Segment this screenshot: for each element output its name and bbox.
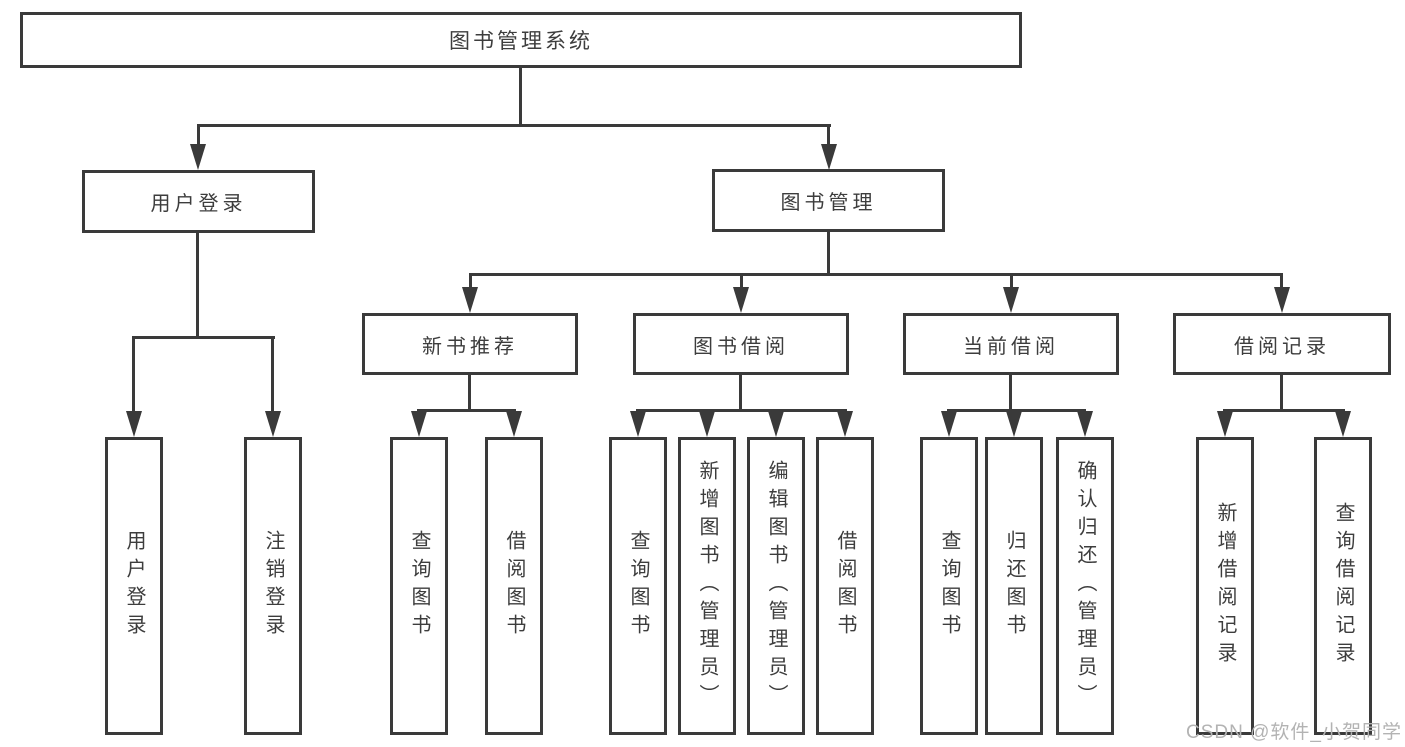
arrow-down-icon — [1006, 411, 1022, 437]
connector-line — [271, 336, 274, 414]
node-user-login-group: 用户登录 — [82, 170, 315, 233]
node-current-borrow: 当前借阅 — [903, 313, 1119, 375]
connector-line — [739, 375, 742, 409]
node-label: 新增图书（管理员） — [696, 460, 718, 712]
node-recommend-borrow-books: 借阅图书 — [485, 437, 543, 735]
node-label: 新增借阅记录 — [1214, 502, 1236, 670]
connector-line — [947, 409, 1086, 412]
node-label: 编辑图书（管理员） — [765, 460, 787, 712]
arrow-down-icon — [411, 411, 427, 437]
connector-line — [468, 375, 471, 409]
node-borrow-records: 借阅记录 — [1173, 313, 1391, 375]
node-book-borrow: 图书借阅 — [633, 313, 849, 375]
connector-line — [519, 68, 522, 124]
node-label: 查询借阅记录 — [1332, 502, 1354, 670]
node-query-borrow-record: 查询借阅记录 — [1314, 437, 1372, 735]
arrow-down-icon — [506, 411, 522, 437]
node-label: 确认归还（管理员） — [1074, 460, 1096, 712]
arrow-down-icon — [265, 411, 281, 437]
node-label: 借阅图书 — [834, 530, 856, 642]
node-current-query-books: 查询图书 — [920, 437, 978, 735]
node-confirm-return-admin: 确认归还（管理员） — [1056, 437, 1114, 735]
node-recommend-query-books: 查询图书 — [390, 437, 448, 735]
connector-line — [1009, 375, 1012, 409]
arrow-down-icon — [768, 411, 784, 437]
connector-line — [740, 273, 743, 291]
node-edit-books-admin: 编辑图书（管理员） — [747, 437, 805, 735]
connector-line — [1223, 409, 1345, 412]
arrow-down-icon — [837, 411, 853, 437]
arrow-down-icon — [941, 411, 957, 437]
connector-line — [827, 232, 830, 273]
node-logout: 注销登录 — [244, 437, 302, 735]
arrow-down-icon — [1335, 411, 1351, 437]
node-library-management-system: 图书管理系统 — [20, 12, 1022, 68]
connector-line — [197, 124, 831, 127]
node-user-login: 用户登录 — [105, 437, 163, 735]
arrow-down-icon — [1077, 411, 1093, 437]
node-return-books: 归还图书 — [985, 437, 1043, 735]
connector-line — [197, 124, 200, 150]
connector-line — [827, 124, 830, 150]
connector-line — [1280, 273, 1283, 291]
node-add-books-admin: 新增图书（管理员） — [678, 437, 736, 735]
arrow-down-icon — [190, 144, 206, 170]
node-label: 用户登录 — [123, 530, 145, 642]
connector-line — [132, 336, 135, 414]
connector-line — [1280, 375, 1283, 409]
connector-line — [469, 273, 472, 291]
connector-line — [132, 336, 275, 339]
node-label: 查询图书 — [938, 530, 960, 642]
connector-line — [196, 233, 199, 336]
arrow-down-icon — [462, 287, 478, 313]
node-new-book-recommend: 新书推荐 — [362, 313, 578, 375]
connector-line — [636, 409, 847, 412]
arrow-down-icon — [733, 287, 749, 313]
connector-line — [417, 409, 516, 412]
node-label: 查询图书 — [627, 530, 649, 642]
watermark: CSDN @软件_小贺同学 — [1186, 722, 1402, 743]
arrow-down-icon — [1217, 411, 1233, 437]
arrow-down-icon — [1274, 287, 1290, 313]
arrow-down-icon — [821, 144, 837, 170]
node-label: 归还图书 — [1003, 530, 1025, 642]
connector-line — [1010, 273, 1013, 291]
node-borrow-books: 借阅图书 — [816, 437, 874, 735]
node-label: 查询图书 — [408, 530, 430, 642]
node-add-borrow-record: 新增借阅记录 — [1196, 437, 1254, 735]
arrow-down-icon — [126, 411, 142, 437]
arrow-down-icon — [1003, 287, 1019, 313]
node-label: 注销登录 — [262, 530, 284, 642]
node-book-management: 图书管理 — [712, 169, 945, 232]
arrow-down-icon — [699, 411, 715, 437]
arrow-down-icon — [630, 411, 646, 437]
connector-line — [469, 273, 1283, 276]
node-label: 借阅图书 — [503, 530, 525, 642]
node-borrow-query-books: 查询图书 — [609, 437, 667, 735]
